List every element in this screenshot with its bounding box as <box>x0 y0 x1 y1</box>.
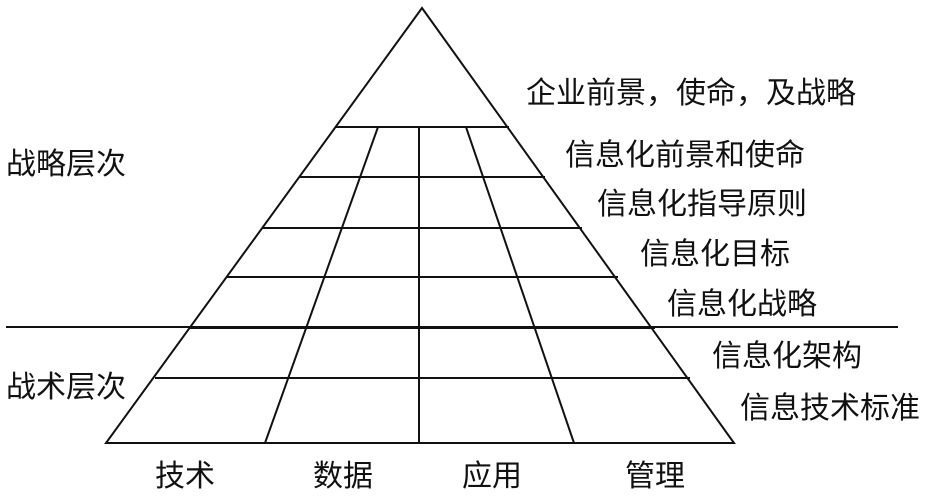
column-divider-3 <box>465 126 575 444</box>
layer-label-1: 企业前景，使命，及战略 <box>526 76 856 111</box>
layer-label-7: 信息技术标准 <box>740 391 920 426</box>
column-label-data: 数据 <box>313 459 373 494</box>
column-divider-1 <box>264 126 379 444</box>
layer-label-2: 信息化前景和使命 <box>565 138 805 173</box>
layer-label-5: 信息化战略 <box>667 287 817 322</box>
layer-label-6: 信息化架构 <box>712 339 862 374</box>
level-label-tactical: 战术层次 <box>6 370 126 405</box>
column-label-mgmt: 管理 <box>625 459 685 494</box>
column-label-app: 应用 <box>462 459 522 494</box>
layer-label-4: 信息化目标 <box>640 237 790 272</box>
column-label-tech: 技术 <box>155 459 215 494</box>
layer-label-3: 信息化指导原则 <box>597 187 807 222</box>
level-label-strategic: 战略层次 <box>6 147 126 182</box>
